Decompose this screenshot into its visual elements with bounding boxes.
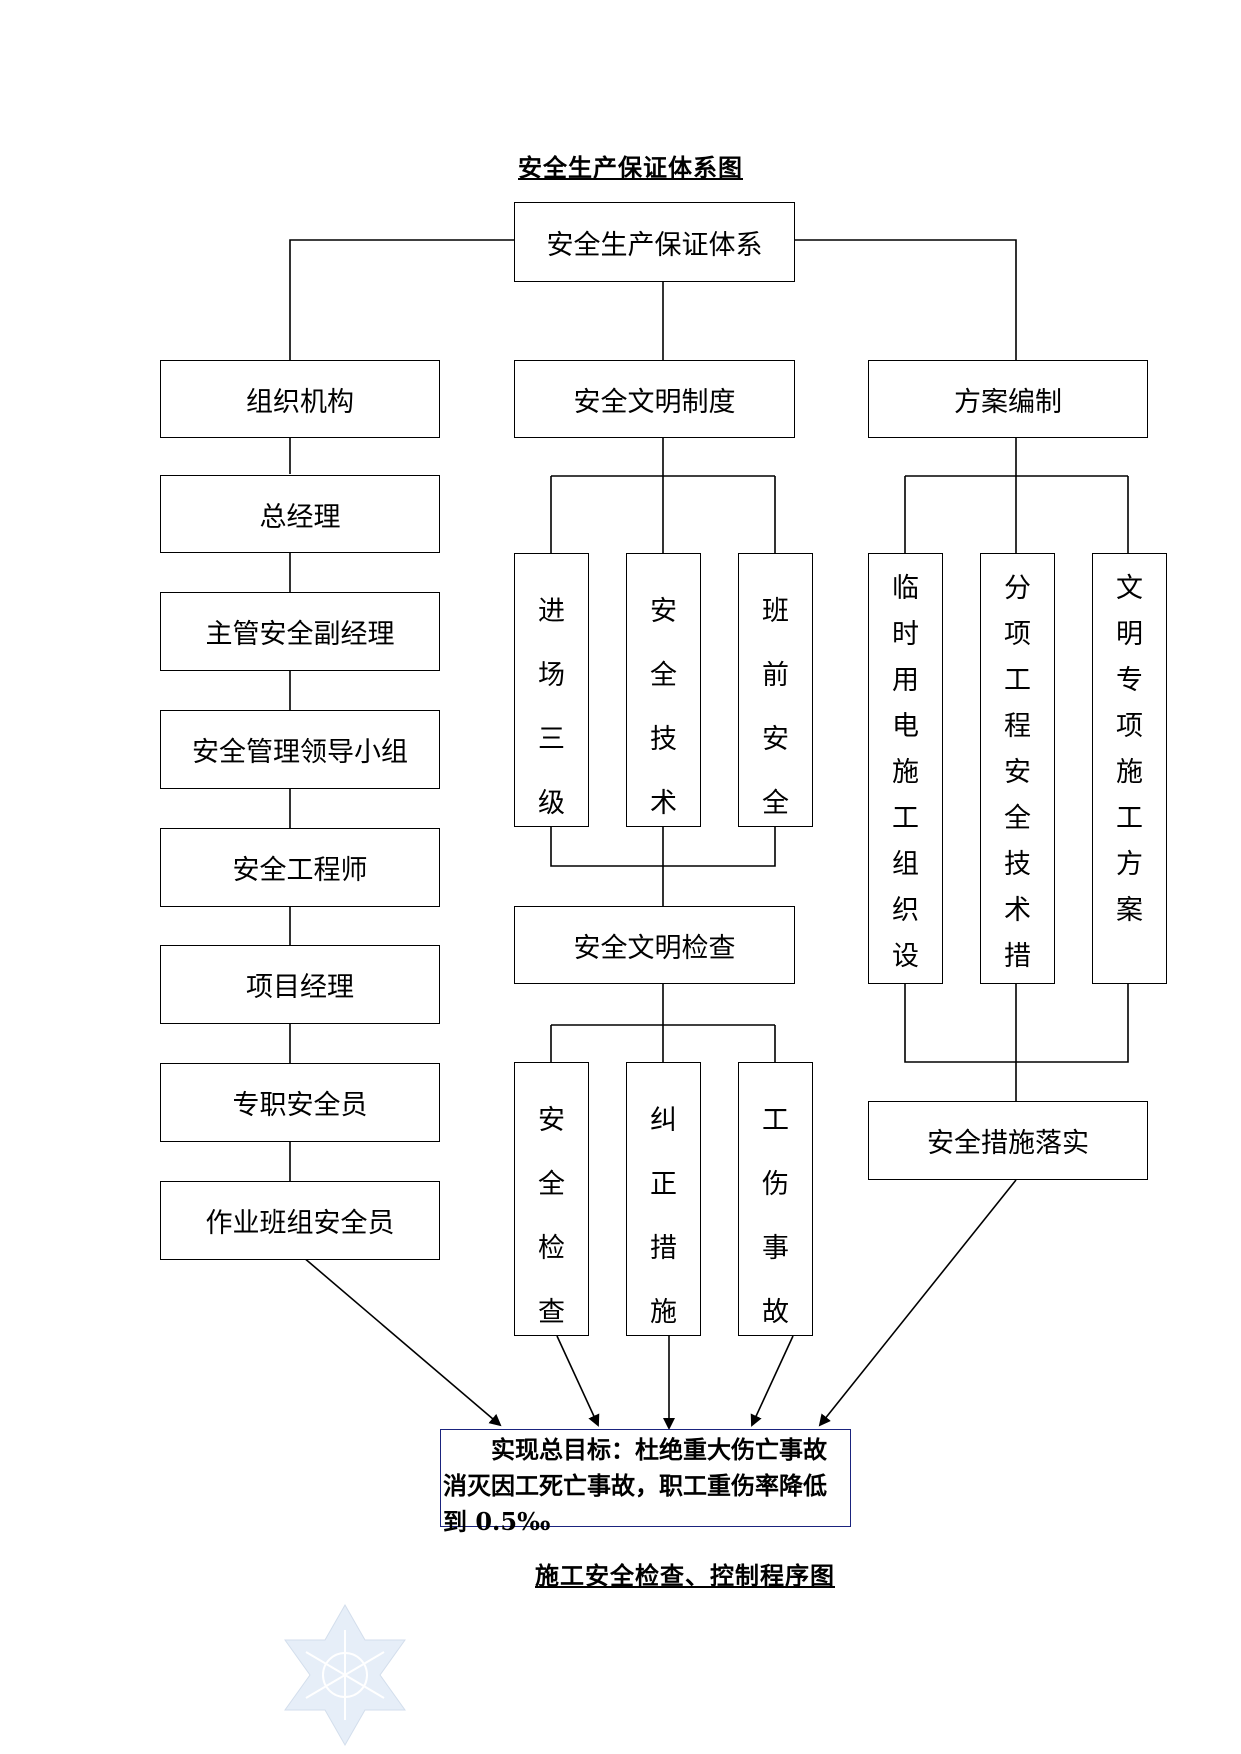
org-box: 组织机构 <box>160 360 440 438</box>
char: 查 <box>538 1297 565 1328</box>
char: 施 <box>1116 757 1143 788</box>
char: 纠 <box>650 1105 677 1136</box>
char: 施 <box>892 757 919 788</box>
char: 全 <box>762 788 789 819</box>
char: 前 <box>762 660 789 691</box>
check-item-0: 安 全 检 查 <box>514 1062 589 1336</box>
watermark-emblem-icon <box>284 1603 406 1747</box>
char: 事 <box>762 1233 789 1264</box>
char: 工 <box>762 1105 789 1136</box>
char: 设 <box>892 941 919 972</box>
plan-item-0: 临 时 用 电 施 工 组 织 设 <box>868 553 943 984</box>
check-box: 安全文明检查 <box>514 906 795 984</box>
arrow-from-safety-check <box>556 1335 600 1427</box>
org-chain-box-1: 主管安全副经理 <box>160 592 440 671</box>
system-item-0: 进 场 三 级 <box>514 553 589 827</box>
org-chain-box-3: 安全工程师 <box>160 828 440 907</box>
subtitle: 施工安全检查、控制程序图 <box>535 1561 835 1590</box>
char: 故 <box>762 1297 789 1328</box>
check-fork-line <box>550 984 776 1062</box>
goal-line-3: 到 0.5‰ <box>443 1507 551 1536</box>
plan-fork-line <box>904 438 1129 553</box>
char: 程 <box>1004 711 1031 742</box>
char: 技 <box>1004 849 1031 880</box>
org-chain-box-0: 总经理 <box>160 475 440 553</box>
system-fork-line <box>550 438 776 553</box>
org-chain-box-6: 作业班组安全员 <box>160 1181 440 1260</box>
char: 组 <box>892 849 919 880</box>
char: 工 <box>1116 803 1143 834</box>
check-item-1: 纠 正 措 施 <box>626 1062 701 1336</box>
char: 进 <box>538 596 565 627</box>
char: 临 <box>892 573 919 604</box>
check-item-2: 工 伤 事 故 <box>738 1062 813 1336</box>
char: 安 <box>650 596 677 627</box>
char: 全 <box>1004 803 1031 834</box>
char: 明 <box>1116 619 1143 650</box>
char: 安 <box>538 1105 565 1136</box>
char: 用 <box>892 665 919 696</box>
goal-box: 实现总目标：杜绝重大伤亡事故 消灭因工死亡事故，职工重伤率降低 到 0.5‰ <box>440 1429 851 1536</box>
org-chain-box-4: 项目经理 <box>160 945 440 1024</box>
system-join-line <box>550 827 776 906</box>
page-title: 安全生产保证体系图 <box>518 153 743 182</box>
char: 全 <box>538 1169 565 1200</box>
plan-item-1: 分 项 工 程 安 全 技 术 措 <box>980 553 1055 984</box>
char: 级 <box>538 788 565 819</box>
char: 伤 <box>762 1169 789 1200</box>
char: 织 <box>892 895 919 926</box>
measures-box: 安全措施落实 <box>868 1101 1148 1180</box>
char: 安 <box>1004 757 1031 788</box>
org-chain-box-2: 安全管理领导小组 <box>160 710 440 789</box>
char: 三 <box>538 724 565 755</box>
char: 全 <box>650 660 677 691</box>
char: 施 <box>650 1297 677 1328</box>
char: 措 <box>650 1233 677 1264</box>
arrow-from-org <box>302 1256 502 1427</box>
char: 专 <box>1116 665 1143 696</box>
plan-item-2: 文 明 专 项 施 工 方 案 <box>1092 553 1167 984</box>
char: 措 <box>1004 941 1031 972</box>
system-box: 安全文明制度 <box>514 360 795 438</box>
char: 项 <box>1116 711 1143 742</box>
char: 术 <box>650 788 677 819</box>
plan-box: 方案编制 <box>868 360 1148 438</box>
root-to-plan-line <box>793 239 1017 360</box>
char: 时 <box>892 619 919 650</box>
char: 文 <box>1116 573 1143 604</box>
goal-line-2: 消灭因工死亡事故，职工重伤率降低 <box>443 1471 827 1500</box>
char: 方 <box>1116 849 1143 880</box>
char: 案 <box>1116 895 1143 926</box>
char: 安 <box>762 724 789 755</box>
char: 工 <box>1004 665 1031 696</box>
char: 技 <box>650 724 677 755</box>
char: 班 <box>762 596 789 627</box>
arrow-from-measures <box>818 1179 1017 1427</box>
root-to-org-line <box>289 239 515 360</box>
root-box: 安全生产保证体系 <box>514 202 795 282</box>
char: 电 <box>892 711 919 742</box>
arrow-from-injury <box>750 1335 794 1427</box>
char: 术 <box>1004 895 1031 926</box>
org-chain-box-5: 专职安全员 <box>160 1063 440 1142</box>
char: 项 <box>1004 619 1031 650</box>
char: 场 <box>538 660 565 691</box>
char: 检 <box>538 1233 565 1264</box>
char: 工 <box>892 803 919 834</box>
char: 正 <box>650 1169 677 1200</box>
system-item-2: 班 前 安 全 <box>738 553 813 827</box>
goal-line-1: 实现总目标：杜绝重大伤亡事故 <box>491 1435 827 1464</box>
system-item-1: 安 全 技 术 <box>626 553 701 827</box>
plan-join-line <box>904 984 1129 1101</box>
char: 分 <box>1004 573 1031 604</box>
